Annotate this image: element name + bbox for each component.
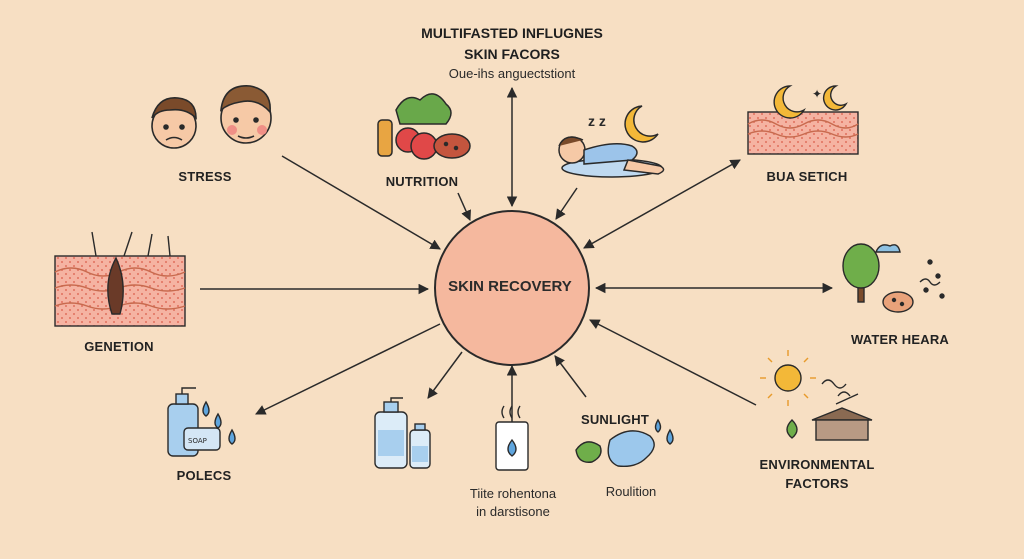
soap-bottle-icon: SOAP [167, 387, 236, 457]
arrow-sleep [555, 187, 578, 220]
arrow-polecs [255, 323, 441, 415]
moon-skin-icon: ✦ [747, 85, 859, 155]
header-subtitle: Oue-ihs anguectstiont [448, 66, 576, 81]
center-label: SKIN RECOVERY [448, 278, 572, 295]
faces-icon [151, 85, 272, 149]
arrow-stress [281, 155, 441, 250]
label-nutrition: NUTRITION [385, 174, 459, 189]
arrow-bua [583, 159, 741, 249]
tree-water-icon [842, 243, 945, 313]
arrow-nutrition [457, 192, 471, 221]
label-product-caption-line1: Tiite rohentona [469, 486, 557, 501]
arrow-sunlight [554, 355, 587, 398]
skin-recovery-circle [434, 210, 590, 366]
humidifier-icon [495, 405, 529, 471]
label-environmental-line2: FACTORS [785, 476, 849, 491]
vegetables-icon [377, 93, 471, 160]
arrows [200, 86, 834, 452]
label-water-heara: WATER HEARA [850, 332, 949, 347]
sleeping-person-icon: z z [558, 105, 665, 178]
label-roulition: Roulition [605, 484, 657, 499]
svg-text:✦: ✦ [812, 87, 822, 101]
label-polecs: POLECS [176, 468, 232, 483]
svg-text:SOAP: SOAP [188, 437, 207, 445]
label-product-caption-line2: in darstisone [476, 504, 550, 519]
water-splash-icon [575, 418, 674, 468]
label-sunlight: SUNLIGHT [580, 412, 650, 427]
arrow-environmental [589, 319, 757, 406]
sun-house-icon [760, 350, 873, 441]
label-environmental-line1: ENVIRONMENTAL [759, 457, 875, 472]
label-bua-setich: BUA SETICH [766, 169, 848, 184]
lotion-bottles-icon [374, 397, 431, 469]
arrow-product [427, 351, 463, 399]
svg-text:z z: z z [588, 113, 606, 129]
header-title-line1: MULTIFASTED INFLUGNES [421, 25, 603, 41]
skin-layer-icon [54, 231, 186, 327]
label-stress: STRESS [178, 169, 232, 184]
label-genetion: GENETION [84, 339, 154, 354]
header-title-line2: SKIN FACORS [464, 46, 560, 62]
